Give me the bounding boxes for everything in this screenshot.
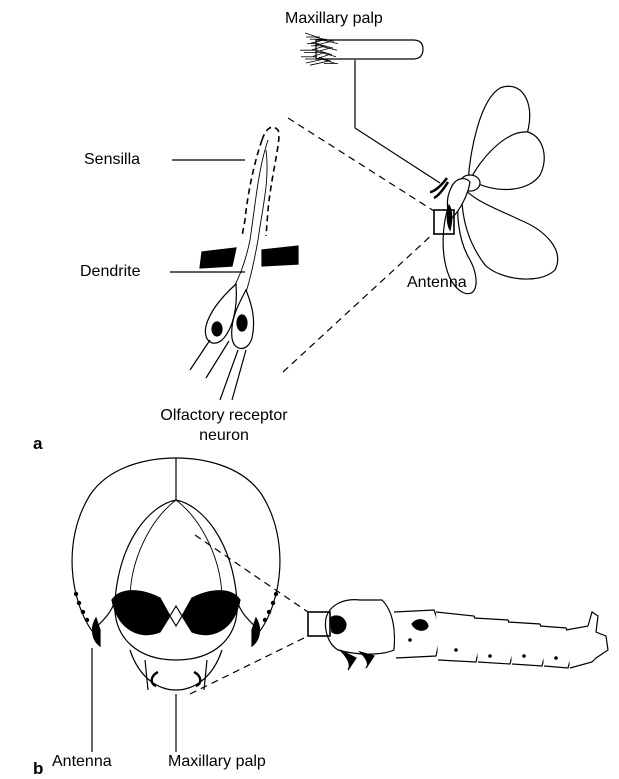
antenna-label-a: Antenna xyxy=(407,274,467,292)
orn-label-line2: neuron xyxy=(149,427,299,445)
maxillary-palp-label: Maxillary palp xyxy=(285,10,383,28)
palp-bristle xyxy=(323,59,335,63)
sensilla-label: Sensilla xyxy=(84,151,140,169)
maxillary-palp-detail xyxy=(300,33,440,183)
adult-moth xyxy=(430,86,558,293)
dendrite-label: Dendrite xyxy=(80,263,140,281)
sensillum-drawing xyxy=(190,127,298,400)
antenna-label-b: Antenna xyxy=(52,753,112,771)
panel-a-letter: a xyxy=(33,434,42,454)
larva-head-front xyxy=(72,458,280,690)
projection-line-bottom xyxy=(283,233,434,372)
maxillary-palp-label-b: Maxillary palp xyxy=(168,753,266,771)
palp-bristle xyxy=(305,33,317,37)
orn-label-line1: Olfactory receptor xyxy=(149,407,299,425)
larva-body xyxy=(326,600,609,670)
panel-b-letter: b xyxy=(33,759,43,779)
